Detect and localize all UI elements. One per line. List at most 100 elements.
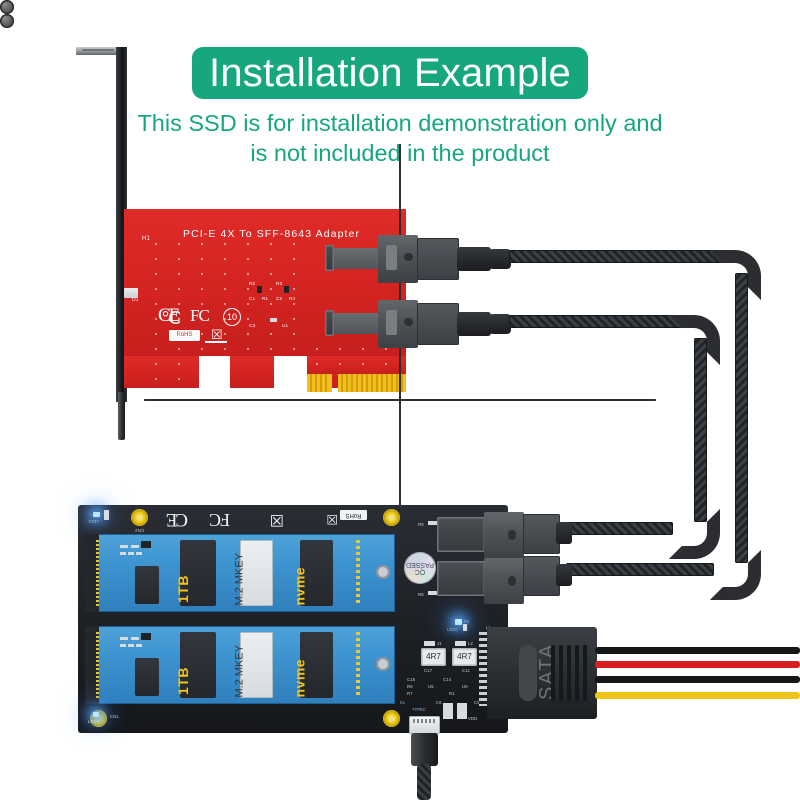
- braid-cable-inner-bottom: [566, 522, 673, 535]
- bracket-top-slot: [82, 49, 114, 51]
- m2-protocol-label-2: nvme: [291, 658, 308, 698]
- m2-nand-chip-1-proto: [300, 540, 333, 606]
- adapter-u6-label: U6: [462, 684, 468, 689]
- pcie-sff8643-tab-1: [404, 253, 413, 261]
- recycle-number: 10: [226, 312, 237, 322]
- m2-smd-1c: [141, 541, 151, 548]
- m2-smd-2f: [136, 644, 142, 647]
- adapter-c14-label: C14: [443, 677, 452, 682]
- pcie-silk-r3: R3: [276, 281, 283, 286]
- m2-capacity-label-1: 1TB: [175, 575, 191, 603]
- adapter-r1-label: R2: [464, 619, 470, 624]
- pcie-silk-c1: C1: [249, 296, 256, 301]
- inductor-1-label: 4R7: [426, 652, 441, 661]
- adapter-smd-top: [104, 510, 109, 520]
- m2-standoff-1: [376, 565, 390, 579]
- braid-cable-outer-corner-tr: [710, 250, 761, 300]
- bracket-tail: [118, 392, 125, 440]
- sata-wire-red: [595, 661, 800, 668]
- braid-cable-outer-top: [509, 250, 723, 263]
- adapter-vdd-label: VDD: [468, 716, 478, 721]
- pcie-card-d1-label: D1: [132, 297, 139, 303]
- pcie-smd-3: [270, 318, 277, 322]
- adapter-c16-label: C16: [407, 677, 416, 682]
- adapter-typec-label: TYPEC: [412, 707, 426, 712]
- pcie-gold-finger-long: [338, 374, 406, 392]
- ce-mark-pcie: ℃: [161, 308, 182, 328]
- adapter-cap-2: [457, 703, 467, 719]
- adapter-led0-label: LED0: [447, 627, 458, 632]
- adapter-l1-smd: [455, 641, 466, 646]
- pcie-sff8643-tab-2: [404, 318, 413, 326]
- usb-c-cable-cord: [417, 764, 431, 800]
- adapter-mount-hole-top-right: [383, 509, 400, 526]
- adapter-inductor-1: 4R7: [421, 648, 446, 666]
- adapter-l1-label: L2: [468, 641, 474, 646]
- qc-sticker-text: QC PASSED: [406, 561, 434, 575]
- sata-rib-3: [567, 645, 571, 701]
- pcie-cable-strain-1: [457, 247, 491, 271]
- ce-logo-pcie: CE: [158, 305, 180, 326]
- qc-passed-sticker: QC PASSED: [404, 552, 436, 584]
- m2-key-chip-2: [240, 632, 273, 698]
- adapter-c11-label: C11: [462, 668, 470, 673]
- bracket-top-tab: [76, 47, 124, 55]
- pcie-sff8643-port-2: [325, 310, 334, 336]
- braid-cable-outer-corner-br: [710, 550, 761, 600]
- pcie-cable-boot-2: [489, 314, 511, 334]
- m2-keying-label-1: M.2 MKEY: [233, 552, 246, 606]
- m2-capacity-label-2: 1TB: [175, 667, 191, 695]
- pcie-card-diode: [124, 288, 138, 298]
- adapter-sata-pin-header: [479, 632, 489, 706]
- m2-nand-chip-1-capacity: [180, 540, 216, 606]
- braid-cable-inner-corner-tr: [669, 315, 720, 365]
- m2-smd-1d: [120, 552, 126, 555]
- adapter-c5-label: C5: [474, 700, 480, 705]
- m2-smd-1e: [128, 552, 134, 555]
- m2-smd-1f: [136, 552, 142, 555]
- adapter-led2-label: LED2: [88, 719, 100, 724]
- adapter-sff8643-tab-2: [508, 576, 516, 586]
- adapter-r8-smd: [428, 591, 437, 595]
- adapter-sff8643-connector-2: [484, 558, 524, 604]
- weee-icon-pcie: ☒: [211, 327, 223, 342]
- m2-key-chip-1: [240, 540, 273, 606]
- adapter-k1-label: K1: [400, 700, 406, 705]
- braid-cable-inner-top: [509, 315, 682, 328]
- sata-wire-black-2: [595, 676, 800, 683]
- adapter-sff8643-tab-1: [508, 530, 516, 540]
- adapter-r8-label: R8: [418, 592, 424, 597]
- adapter-r6-label: R6: [407, 684, 413, 689]
- sata-rib-1: [551, 645, 555, 701]
- pcie-sff8643-latch-2: [386, 310, 397, 335]
- disclaimer-line-1: This SSD is for installation demonstrati…: [137, 110, 663, 136]
- m2-protocol-label-1: nvme: [291, 566, 308, 606]
- adapter-led-label-top: LED1: [88, 519, 99, 524]
- recycle-badge-pcie: 10: [223, 308, 241, 326]
- pcie-cable-plug-2: [417, 303, 459, 345]
- adapter-r9-smd: [428, 521, 437, 525]
- adapter-c6-label: C6: [436, 700, 442, 705]
- pcie-silk-c3: C3: [249, 323, 256, 328]
- m2-nand-chip-2-capacity: [180, 632, 216, 698]
- pcie-cable-plug-1: [417, 238, 459, 280]
- bracket-vertical: [116, 47, 127, 402]
- pcie-card-h1-label: H1: [142, 236, 151, 242]
- adapter-r7-label: R7: [407, 691, 413, 696]
- m2-smd-1b: [131, 545, 139, 548]
- m2-controller-chip-2: [135, 658, 159, 696]
- adapter-cable-plug-1: [523, 514, 560, 554]
- pcie-silk-u1: U1: [282, 323, 289, 328]
- pcie-smd-2: [284, 286, 289, 293]
- adapter-u5-label: U5: [428, 684, 434, 689]
- adapter-cable-plug-2: [523, 556, 560, 596]
- sata-power-label: SATA: [536, 642, 558, 700]
- pcie-smd-1: [257, 286, 262, 293]
- badge-title: Installation Example: [209, 51, 571, 95]
- m2-nand-chip-2-proto: [300, 632, 333, 698]
- adapter-l2-label: J1: [437, 641, 442, 646]
- pcie-sff8643-neck-2: [334, 313, 380, 334]
- braid-cable-outer-right: [735, 273, 748, 563]
- braid-cable-inner-right: [694, 338, 707, 522]
